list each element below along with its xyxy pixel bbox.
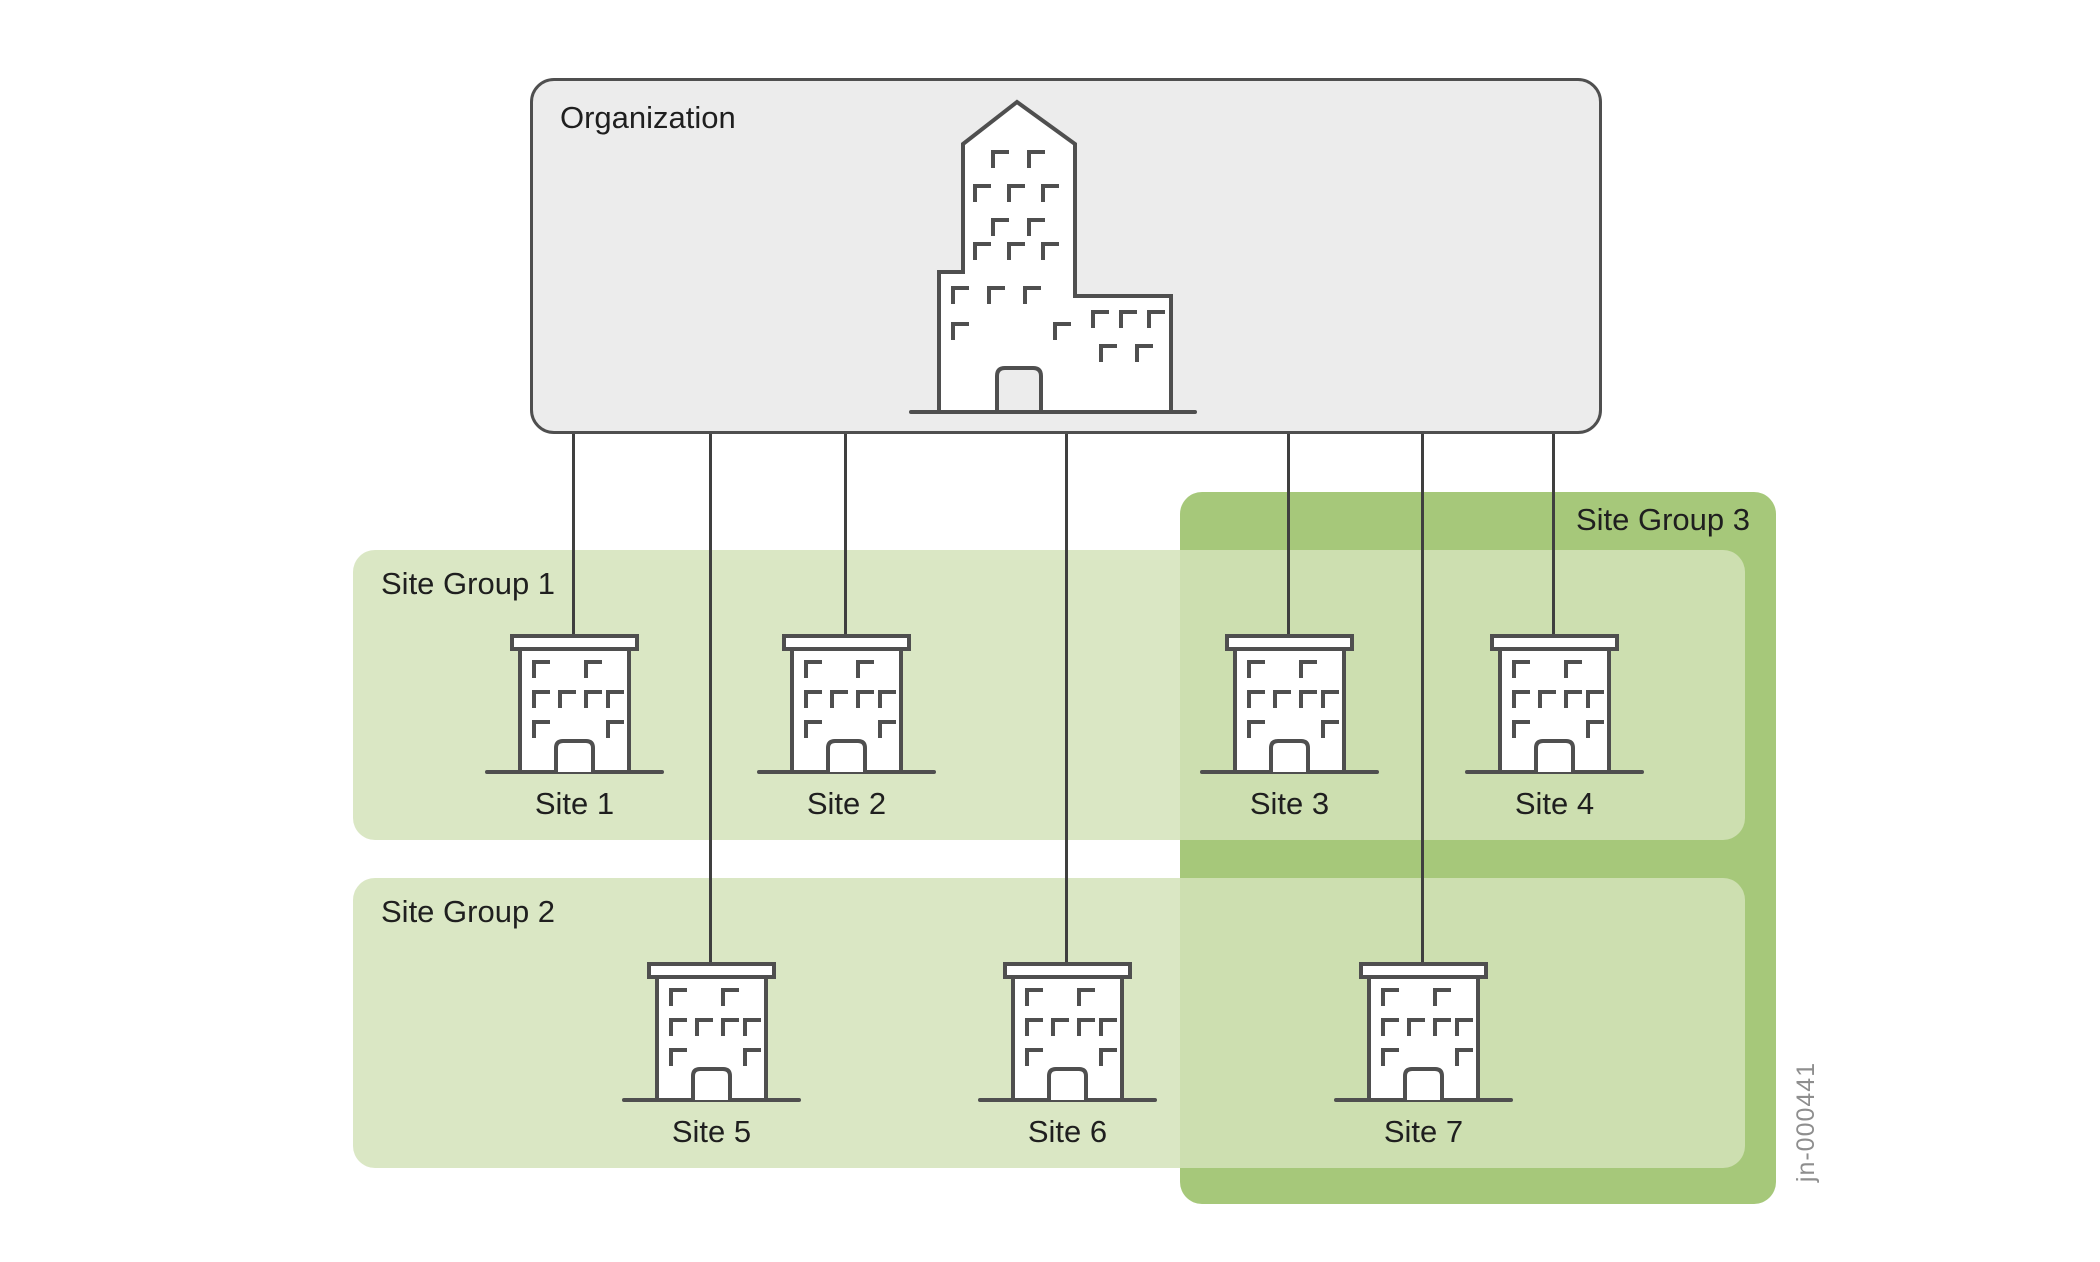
site-group-3-label: Site Group 3 (1575, 502, 1750, 537)
site-1: Site 1 (482, 624, 667, 822)
connector-line-site-3 (1287, 434, 1290, 638)
site-6: Site 6 (975, 952, 1160, 1150)
building-icon (1331, 952, 1516, 1107)
connector-line-site-4 (1552, 434, 1555, 638)
building-icon (619, 952, 804, 1107)
site-2-label: Site 2 (806, 786, 887, 821)
site-group-1-label: Site Group 1 (381, 566, 556, 601)
connector-line-site-5 (709, 434, 712, 966)
building-icon (1197, 624, 1382, 779)
site-5-label: Site 5 (671, 1114, 752, 1149)
site-group-2-label: Site Group 2 (381, 894, 556, 929)
connector-line-site-7 (1421, 434, 1424, 966)
site-5: Site 5 (619, 952, 804, 1150)
site-6-label: Site 6 (1027, 1114, 1108, 1149)
building-icon (975, 952, 1160, 1107)
building-icon (754, 624, 939, 779)
connector-line-site-6 (1065, 434, 1068, 966)
site-4: Site 4 (1462, 624, 1647, 822)
site-1-label: Site 1 (534, 786, 615, 821)
connector-line-site-1 (572, 434, 575, 638)
organization-label: Organization (560, 100, 736, 135)
org-building-icon (909, 99, 1197, 414)
site-3-label: Site 3 (1249, 786, 1330, 821)
watermark-label: jn-000441 (1792, 1061, 1820, 1183)
site-3: Site 3 (1197, 624, 1382, 822)
site-4-label: Site 4 (1514, 786, 1595, 821)
building-icon (1462, 624, 1647, 779)
site-2: Site 2 (754, 624, 939, 822)
site-7-label: Site 7 (1383, 1114, 1464, 1149)
site-7: Site 7 (1331, 952, 1516, 1150)
connector-line-site-2 (844, 434, 847, 638)
building-icon (482, 624, 667, 779)
